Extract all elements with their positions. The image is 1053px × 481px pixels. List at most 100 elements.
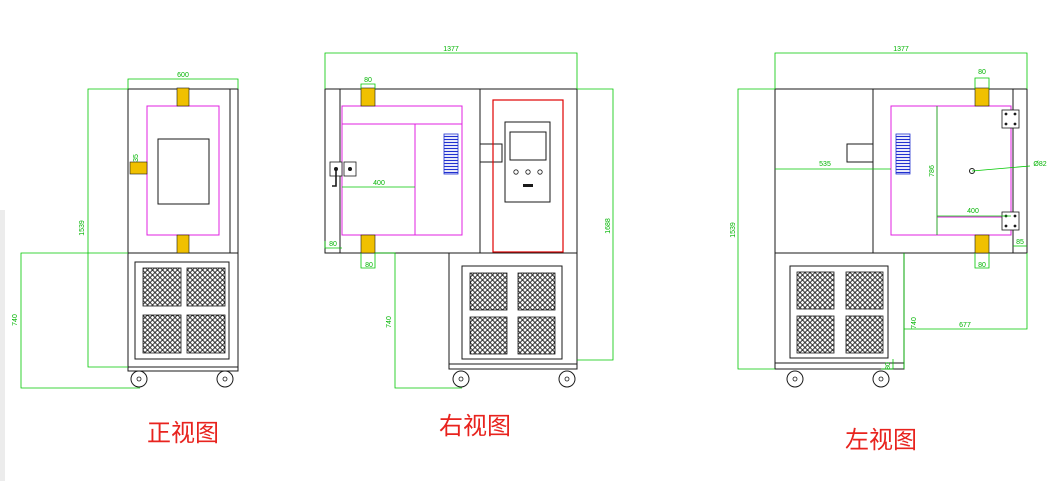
- door-lock-pin: [348, 167, 352, 171]
- vent-grille: [142, 314, 182, 354]
- right-view: 1377 80 80 400 80 1688 740 右视图: [324, 46, 614, 440]
- vent-grille: [796, 271, 835, 310]
- hinge-bottom: [1001, 211, 1020, 231]
- right-wheels: [448, 363, 578, 388]
- vent-grille: [142, 267, 182, 307]
- door-handle: [332, 169, 337, 187]
- left-dim-depth: 677: [959, 322, 971, 329]
- left-edge-strip: [0, 210, 5, 481]
- left-latch-top: [974, 87, 990, 107]
- right-duct: [479, 143, 503, 163]
- hinge-screw: [1013, 224, 1017, 228]
- right-control-panel: [504, 121, 551, 203]
- run-button: [525, 169, 531, 175]
- right-upper-body: [339, 88, 481, 254]
- hinge-screw: [1013, 122, 1017, 126]
- left-dim-base: 740: [911, 317, 918, 329]
- hinge-screw: [1004, 122, 1008, 126]
- front-handle: [129, 161, 148, 175]
- left-dim-chamber-h: 786: [929, 165, 936, 177]
- vent-grille: [845, 271, 884, 310]
- vent-grille: [186, 314, 226, 354]
- wheel-hub: [222, 376, 228, 382]
- left-dim-door: 85: [1016, 239, 1024, 246]
- front-view: 600 1539 740 35 正视图: [12, 72, 239, 447]
- front-dim-height: 1539: [79, 220, 86, 236]
- stop-button: [537, 169, 543, 175]
- front-window: [157, 138, 210, 205]
- hinge-screw: [1013, 214, 1017, 218]
- left-view: 1377 80 80 535 1539 786 Ø82 400 85 740 6…: [730, 46, 1047, 454]
- right-vent-grid: [469, 272, 556, 355]
- left-latch-bottom: [974, 234, 990, 254]
- right-latch-top: [360, 87, 376, 107]
- front-dimension-lines: [20, 78, 239, 389]
- right-dim-height: 1688: [605, 218, 612, 234]
- right-base-plate: [448, 363, 578, 370]
- right-display-screen: [509, 131, 547, 161]
- left-door-slab: [1012, 88, 1028, 254]
- emergency-switch: [523, 184, 533, 187]
- vent-grille: [845, 315, 884, 354]
- vent-grille: [186, 267, 226, 307]
- right-dim-width: 1377: [443, 46, 459, 53]
- right-dim-shelf: 400: [373, 180, 385, 187]
- front-dim-latch: 35: [133, 154, 140, 162]
- left-chamber-outline: [890, 105, 1012, 236]
- vent-grille: [796, 315, 835, 354]
- hinge-screw: [1004, 224, 1008, 228]
- front-wheels: [127, 366, 239, 388]
- left-lower-cabinet: [774, 252, 905, 364]
- wheel-hub: [136, 376, 142, 382]
- right-dim-door: 80: [329, 241, 337, 248]
- wheel-hub: [792, 376, 798, 382]
- front-vent-frame: [134, 261, 230, 360]
- left-front-body: [872, 88, 1014, 254]
- wheel-hub: [878, 376, 884, 382]
- right-dimension-lines: [324, 52, 614, 389]
- left-dim-shelf: 400: [967, 208, 979, 215]
- front-dim-width: 600: [177, 72, 189, 79]
- left-dim-port: Ø82: [1033, 161, 1046, 168]
- left-dim-width: 1377: [893, 46, 909, 53]
- hinge-screw: [1004, 112, 1008, 116]
- vent-grille: [469, 316, 508, 355]
- front-vent-grid: [142, 267, 226, 354]
- right-vent-frame: [461, 265, 563, 360]
- left-dimension-lines: [737, 52, 1031, 370]
- vent-grille: [469, 272, 508, 311]
- front-dim-base: 740: [12, 314, 19, 326]
- vent-grille: [517, 272, 556, 311]
- front-side-panel: [229, 88, 239, 254]
- left-duct: [846, 143, 874, 163]
- front-latch-top: [176, 87, 190, 107]
- right-view-label: 右视图: [439, 412, 511, 440]
- right-dim-latch-top: 80: [364, 77, 372, 84]
- front-latch-bottom: [176, 234, 190, 254]
- left-hinges: [1001, 109, 1020, 231]
- left-dim-latch-bottom: 80: [978, 262, 986, 269]
- hinge-top: [1001, 109, 1020, 129]
- wheel: [786, 370, 804, 388]
- left-heater-coil: [895, 133, 911, 175]
- hinge-screw: [1013, 112, 1017, 116]
- left-dim-height: 1539: [730, 222, 737, 238]
- wheel-hub: [458, 376, 464, 382]
- left-dim-inner: 535: [819, 161, 831, 168]
- right-dim-latch-bottom: 80: [365, 262, 373, 269]
- left-vent-grid: [796, 271, 884, 354]
- right-door-panel: [492, 99, 564, 253]
- wheel-hub: [564, 376, 570, 382]
- front-base-plate: [127, 366, 239, 372]
- right-door-lock: [329, 161, 357, 187]
- wheel: [452, 370, 470, 388]
- wheel: [558, 370, 576, 388]
- wheel: [872, 370, 890, 388]
- right-heater-coil: [443, 133, 459, 175]
- left-dim-wheel: 80: [885, 362, 892, 370]
- left-vent-frame: [789, 265, 889, 359]
- wheel: [130, 370, 148, 388]
- front-view-label: 正视图: [147, 419, 219, 447]
- left-dim-latch-top: 80: [978, 69, 986, 76]
